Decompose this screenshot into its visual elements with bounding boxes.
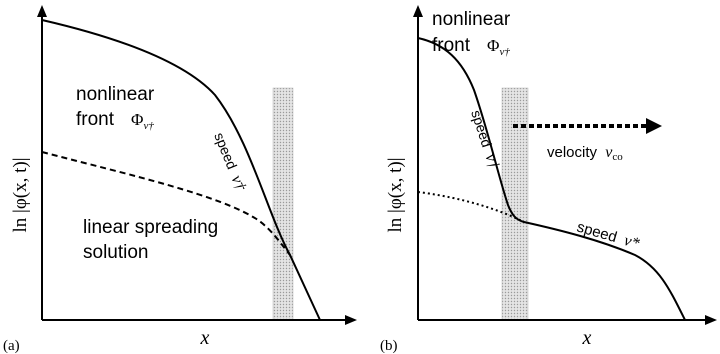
- panel-a-x-axis-arrow: [345, 315, 357, 325]
- panel-b-velocity-word: velocity: [547, 144, 598, 161]
- panel-b-speed2-label: speed v*: [575, 219, 641, 253]
- panel-b: ln |φ(x, t)| x (b) nonlinear front Φv† s…: [380, 5, 717, 354]
- panel-b-front-curve: [417, 37, 686, 321]
- panel-b-shaded-region: [501, 87, 529, 321]
- panel-a-linear-label-line2: solution: [83, 242, 149, 263]
- panel-b-front-symbol-sub: v†: [499, 46, 510, 58]
- panel-a: ln |φ(x, t)| x (a) nonlinear front Φv† s…: [3, 5, 357, 354]
- panel-b-velocity-symbol-sub: co: [612, 151, 623, 163]
- panel-a-y-axis-label: ln |φ(x, t)|: [10, 157, 31, 232]
- panel-a-speed-symbol: v†: [228, 173, 250, 194]
- panel-b-velocity-label: velocity vco: [547, 144, 623, 163]
- panel-b-speed2-symbol: v*: [622, 232, 641, 253]
- panel-b-x-axis-arrow: [705, 315, 717, 325]
- panel-b-label: (b): [380, 338, 398, 354]
- panel-b-front-label-line2: front: [432, 35, 471, 56]
- panel-b-front-symbol-main: Φ: [487, 36, 499, 55]
- panel-a-nonlinear-front-curve: [41, 19, 321, 321]
- panel-a-front-label-line1: nonlinear: [76, 84, 155, 105]
- panel-b-speed1-symbol: v†: [481, 152, 502, 173]
- panel-a-label: (a): [3, 338, 20, 354]
- panel-b-front-symbol: Φv†: [487, 36, 510, 58]
- panel-b-front-label-line1: nonlinear: [432, 9, 511, 30]
- panel-a-speed-word: speed: [211, 130, 240, 171]
- panel-a-front-symbol-main: Φ: [131, 110, 143, 129]
- panel-b-speed1-label: speed v†: [467, 108, 502, 172]
- panel-b-velocity-arrow-head: [646, 118, 662, 134]
- panel-b-speed1-word: speed: [468, 108, 495, 149]
- panel-a-shaded-region: [272, 87, 294, 321]
- panel-a-y-axis-arrow: [37, 5, 47, 17]
- panel-b-linear-solution-curve: [417, 191, 525, 223]
- panel-a-front-label-line2: front: [76, 109, 115, 130]
- panel-b-x-axis-label: x: [582, 327, 592, 349]
- panel-a-front-symbol-sub: v†: [143, 120, 154, 132]
- panel-a-linear-label-line1: linear spreading: [83, 217, 218, 238]
- panel-a-front-symbol: Φv†: [131, 110, 154, 132]
- panel-b-y-axis-arrow: [413, 5, 423, 17]
- panel-b-y-axis-label: ln |φ(x, t)|: [385, 157, 406, 232]
- panel-a-x-axis-label: x: [200, 327, 210, 349]
- panel-b-velocity-symbol: v: [605, 144, 613, 161]
- panel-a-linear-solution-curve: [41, 151, 291, 256]
- panel-a-speed-label: speed v†: [210, 130, 249, 194]
